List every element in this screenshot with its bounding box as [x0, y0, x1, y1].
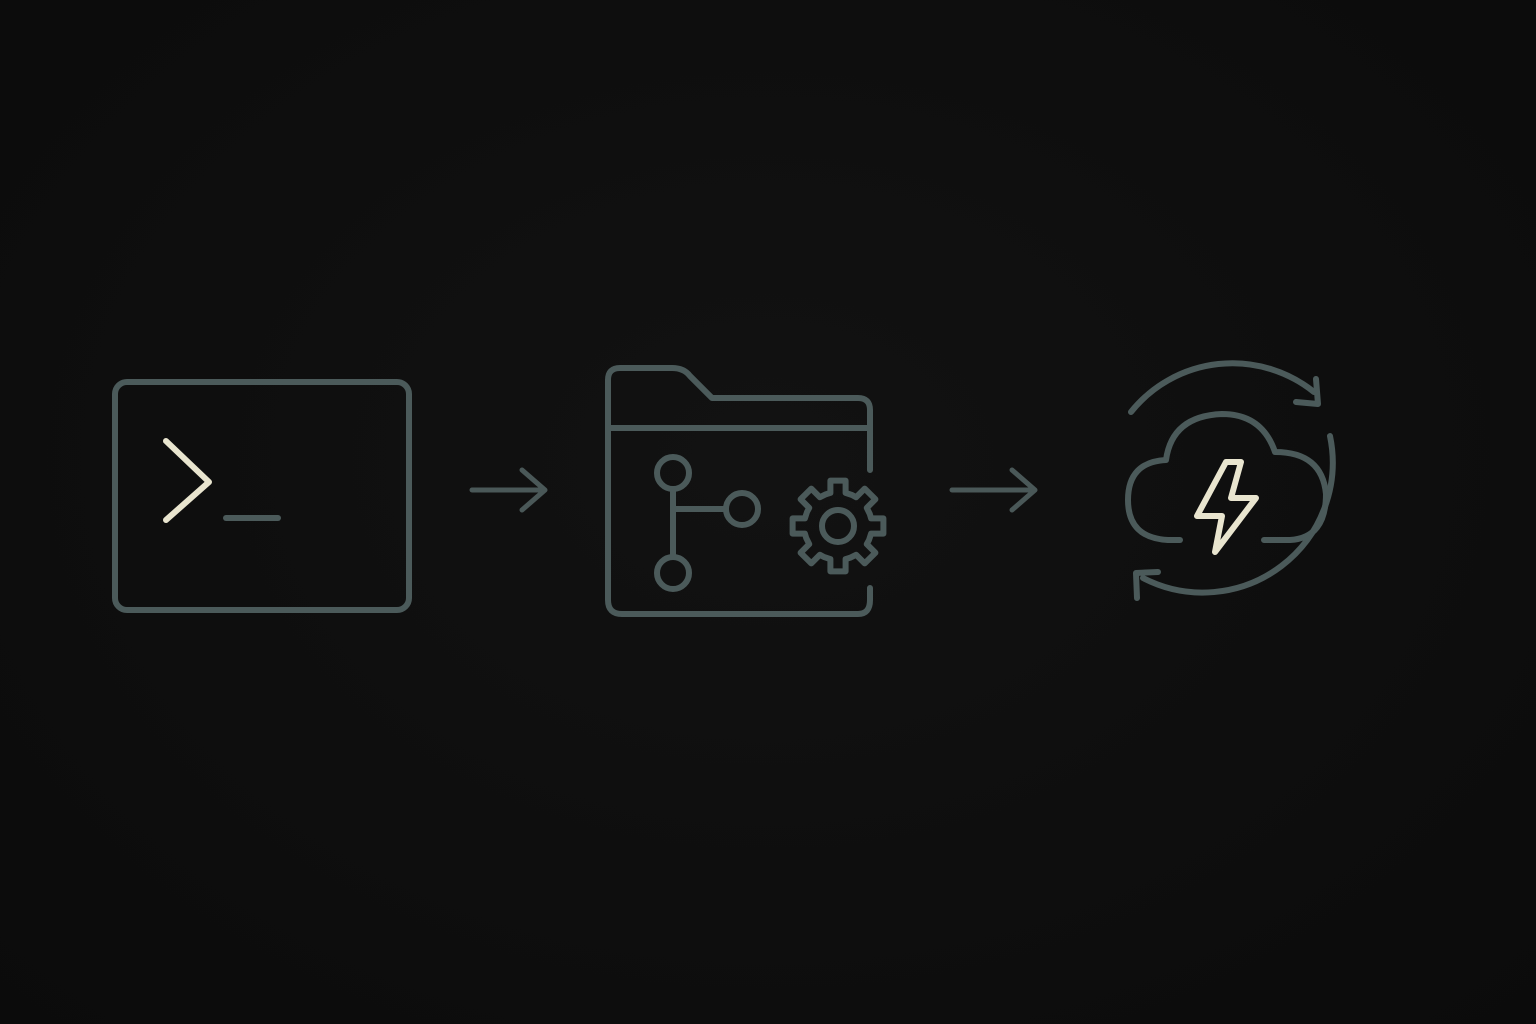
cloud-outline-icon — [1125, 411, 1329, 543]
arrow-right-icon — [469, 467, 548, 513]
lightning-bolt-icon — [1194, 459, 1259, 555]
git-branch-icon — [654, 454, 761, 592]
folder-outline-icon — [605, 365, 873, 617]
sync-arrowhead-bottom — [1133, 569, 1161, 601]
terminal-window-frame — [112, 379, 412, 613]
folder-git-branch-gear-icon — [605, 365, 887, 617]
terminal-prompt-icon — [112, 379, 412, 613]
cloud-lightning-sync-icon — [1125, 360, 1336, 601]
sync-arc-top — [1128, 360, 1317, 415]
gear-icon — [789, 477, 887, 575]
sync-arrowhead-top — [1293, 376, 1321, 407]
arrow-right-icon — [949, 467, 1038, 513]
terminal-chevron — [163, 438, 212, 523]
sync-arc-bottom — [1140, 433, 1336, 596]
